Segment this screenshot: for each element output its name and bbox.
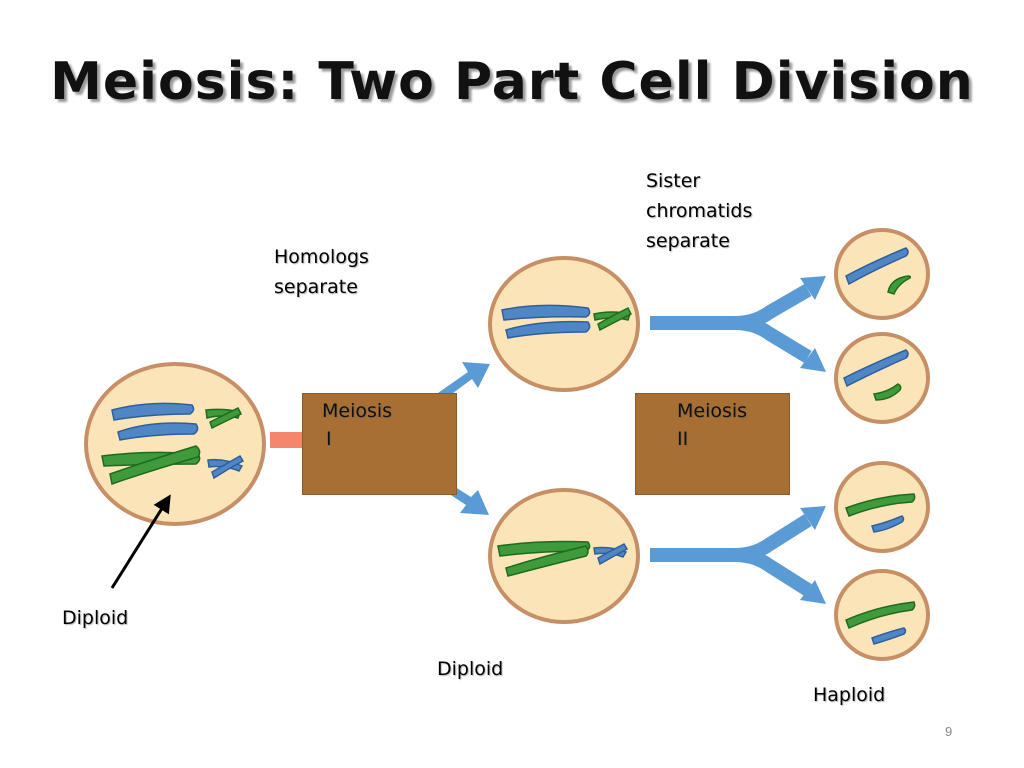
split-arrow-bottom <box>650 514 812 562</box>
meiosis-two-box <box>635 393 790 495</box>
parent-cell <box>84 362 266 526</box>
haploid-cell-3 <box>834 461 930 553</box>
diploid-label-middle: Diploid <box>437 658 504 680</box>
chromosome-green-small <box>205 406 243 430</box>
arrow-head-icon <box>800 348 826 372</box>
meiosis-one-label: Meiosis I <box>322 397 392 453</box>
sister-line1: Sister <box>646 170 701 192</box>
meiosis-one-label-line2: I <box>326 428 332 450</box>
meiosis-two-label: Meiosis II <box>677 397 747 453</box>
meiosis-one-label-line1: Meiosis <box>322 400 393 422</box>
sister-line2: chromatids <box>646 200 753 222</box>
haploid-label: Haploid <box>813 684 886 706</box>
homologs-line1: Homologs <box>274 246 369 268</box>
sister-line3: separate <box>646 230 730 252</box>
meiosis-two-label-line2: II <box>677 428 689 450</box>
meiosis-one-box <box>302 393 457 495</box>
chromosome-blue-small <box>207 454 245 480</box>
arrow-head-icon <box>800 506 826 530</box>
haploid-cell-4 <box>834 569 930 661</box>
meiosis-two-arrows <box>650 283 812 596</box>
homologs-separate-label: Homologs separate <box>274 242 369 302</box>
daughter-cell-top <box>488 256 640 392</box>
haploid-cell-1 <box>834 228 930 320</box>
split-arrow-top <box>650 283 812 330</box>
homologs-line2: separate <box>274 276 358 298</box>
meiosis-two-label-line1: Meiosis <box>677 400 748 422</box>
sister-chromatids-label: Sister chromatids separate <box>646 166 752 256</box>
split-arrow-bottom-lower <box>734 548 812 596</box>
haploid-cell-2 <box>834 332 930 424</box>
connector-bar <box>270 432 310 448</box>
chromosome-blue-large <box>111 402 199 441</box>
page-number: 9 <box>945 724 953 739</box>
pointer-arrow-icon <box>110 494 171 589</box>
daughter-cell-bottom <box>488 488 640 624</box>
arrow-head-icon <box>800 580 826 604</box>
diploid-label-left: Diploid <box>62 607 129 629</box>
split-arrow-top-lower <box>734 316 812 363</box>
chromosome-green-large <box>101 445 201 485</box>
arrow-head-icon <box>800 276 826 300</box>
slide-title: Meiosis: Two Part Cell Division <box>50 52 974 112</box>
